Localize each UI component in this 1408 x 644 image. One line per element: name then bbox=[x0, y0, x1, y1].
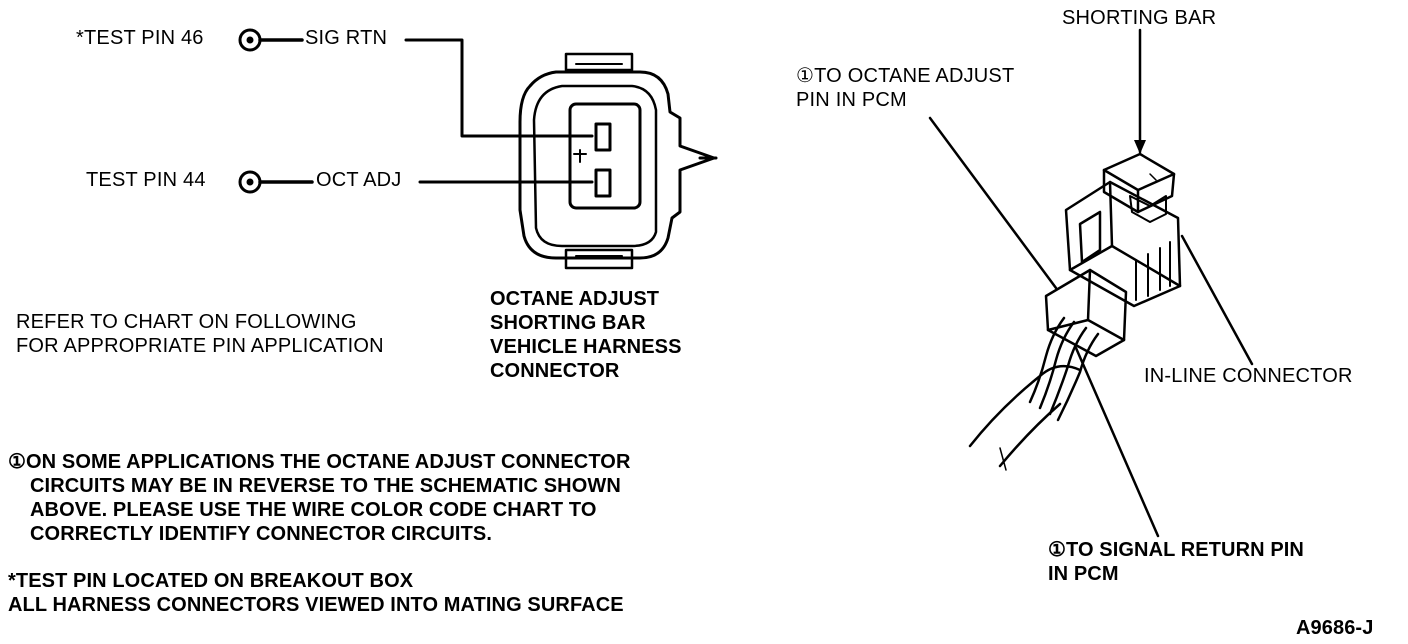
test-pin-44-label: TEST PIN 44 bbox=[86, 169, 206, 191]
footnote-line-1: ①ON SOME APPLICATIONS THE OCTANE ADJUST … bbox=[8, 451, 631, 473]
test-pin-46-terminal bbox=[238, 28, 262, 52]
connector-caption-line-4: CONNECTOR bbox=[490, 360, 620, 382]
sig-rtn-label: SIG RTN bbox=[305, 27, 388, 49]
refer-note-line-2: FOR APPROPRIATE PIN APPLICATION bbox=[16, 335, 384, 357]
figure-id: A9686-J bbox=[1296, 617, 1374, 639]
connector-caption-line-1: OCTANE ADJUST bbox=[490, 288, 660, 310]
connector-face bbox=[518, 52, 718, 270]
octane-adjust-pin-callout-line-1: ①TO OCTANE ADJUST bbox=[796, 65, 1015, 87]
footnote-line-3: ABOVE. PLEASE USE THE WIRE COLOR CODE CH… bbox=[30, 499, 597, 521]
connector-caption-line-3: VEHICLE HARNESS bbox=[490, 336, 682, 358]
octane-adjust-pin-leader bbox=[928, 116, 1058, 290]
inline-connector-illustration bbox=[968, 152, 1182, 471]
connector-caption-line-2: SHORTING BAR bbox=[490, 312, 646, 334]
test-pin-46-label: *TEST PIN 46 bbox=[76, 27, 204, 49]
refer-note-line-1: REFER TO CHART ON FOLLOWING bbox=[16, 311, 357, 333]
test-pin-44-terminal bbox=[238, 170, 262, 194]
octane-adjust-pin-callout-line-2: PIN IN PCM bbox=[796, 89, 907, 111]
oct-adj-label: OCT ADJ bbox=[316, 169, 402, 191]
inline-connector-callout: IN-LINE CONNECTOR bbox=[1144, 365, 1353, 387]
signal-return-callout-line-1: ①TO SIGNAL RETURN PIN bbox=[1048, 539, 1304, 561]
shorting-bar-callout: SHORTING BAR bbox=[1062, 7, 1217, 29]
footnote-line-2: CIRCUITS MAY BE IN REVERSE TO THE SCHEMA… bbox=[30, 475, 621, 497]
shorting-bar-arrowhead bbox=[1134, 140, 1146, 154]
sig-rtn-wire bbox=[404, 38, 594, 138]
inline-connector-leader bbox=[1180, 234, 1254, 366]
signal-return-leader bbox=[1074, 346, 1160, 538]
viewing-direction-note: ALL HARNESS CONNECTORS VIEWED INTO MATIN… bbox=[8, 594, 624, 616]
test-pin-location-note: *TEST PIN LOCATED ON BREAKOUT BOX bbox=[8, 570, 414, 592]
footnote-line-4: CORRECTLY IDENTIFY CONNECTOR CIRCUITS. bbox=[30, 523, 492, 545]
signal-return-callout-line-2: IN PCM bbox=[1048, 563, 1119, 585]
